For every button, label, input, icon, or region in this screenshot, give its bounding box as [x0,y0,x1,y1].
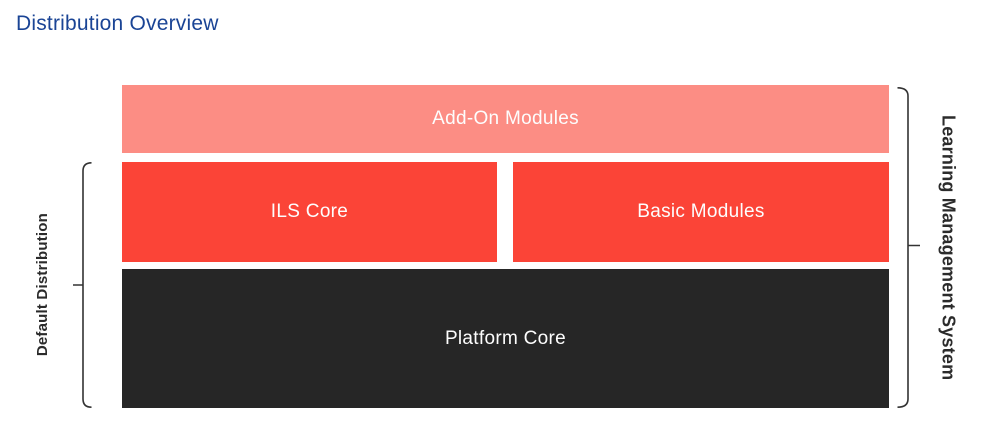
block-ils-core: ILS Core [122,162,497,262]
learning-management-system-bracket-icon [897,87,920,408]
block-ils-core-label: ILS Core [270,201,349,222]
default-distribution-bracket-icon [73,162,92,408]
default-distribution-group-label-text: Default Distribution [33,213,51,357]
block-addon-modules-label: Add-On Modules [432,108,579,129]
default-distribution-group-label: Default Distribution [24,162,60,408]
block-platform-core-label: Platform Core [444,327,567,349]
block-basic-modules-label: Basic Modules [637,201,765,222]
block-platform-core: Platform Core [122,269,889,408]
block-basic-modules: Basic Modules [513,162,889,262]
learning-management-system-group-label-text: Learning Management System [938,114,959,381]
page-title: Distribution Overview [16,12,219,35]
learning-management-system-group-label: Learning Management System [928,87,968,408]
block-addon-modules: Add-On Modules [122,85,889,153]
